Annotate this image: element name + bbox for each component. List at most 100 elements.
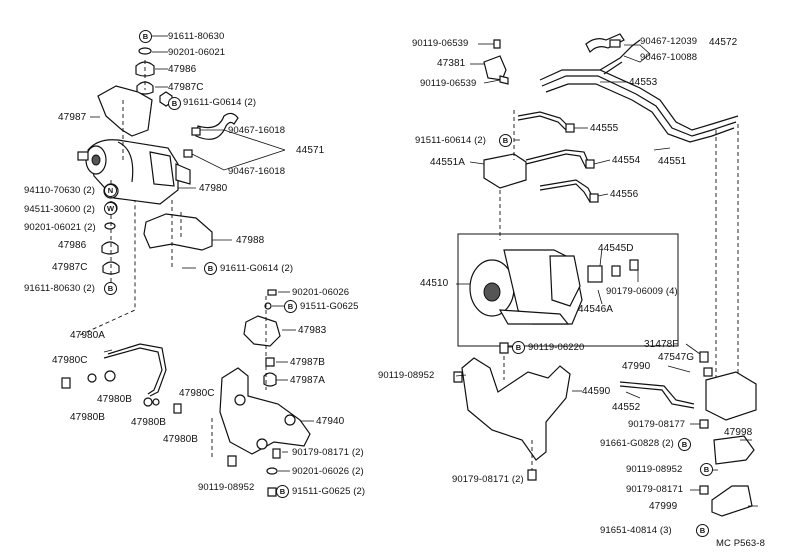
label-44571: 44571 — [296, 145, 325, 156]
label-90467-12039: 90467-12039 — [640, 36, 698, 47]
badge-b: B — [700, 463, 713, 476]
label-91661-g0828: 91661-G0828 (2) — [600, 438, 674, 449]
label-47381: 47381 — [437, 58, 466, 69]
hose-44571 — [195, 112, 239, 140]
pipe-44554 — [525, 149, 591, 167]
diagram-code: MC P563-8 — [716, 538, 765, 549]
label-90467-16018-b: 90467-16018 — [228, 166, 286, 177]
badge-b: B — [696, 524, 709, 537]
bracket-47988 — [143, 213, 213, 251]
label-44552: 44552 — [612, 402, 641, 413]
label-91611-80630-bot: 91611-80630 (2) — [24, 283, 96, 294]
label-44555: 44555 — [590, 123, 619, 134]
label-47980b-a: 47980B — [97, 394, 133, 405]
label-90179-08171-c: 90179-08171 — [626, 484, 684, 495]
label-90201-06021-top: 90201-06021 — [168, 47, 226, 58]
label-44545d: 44545D — [598, 243, 634, 254]
label-91511-60614: 91511-60614 (2) — [415, 135, 487, 146]
label-47547g: 47547G — [658, 352, 695, 363]
label-47940: 47940 — [316, 416, 345, 427]
label-47986-mid: 47986 — [58, 240, 87, 251]
label-47988: 47988 — [236, 235, 265, 246]
label-47987: 47987 — [58, 112, 87, 123]
pipe-44556 — [539, 179, 595, 201]
unit-47990 — [705, 371, 757, 421]
block-44551A — [483, 153, 527, 189]
badge-b: B — [512, 341, 525, 354]
label-90179-08171-b: 90179-08171 (2) — [452, 474, 524, 485]
label-44510: 44510 — [420, 278, 449, 289]
label-90201-06021-mid: 90201-06021 (2) — [24, 222, 96, 233]
label-44590: 44590 — [582, 386, 611, 397]
label-90467-16018-a: 90467-16018 — [228, 125, 286, 136]
label-90179-08177: 90179-08177 — [628, 419, 686, 430]
label-90119-06220: 90119-06220 — [528, 342, 585, 353]
bracket-44590 — [461, 357, 571, 461]
bracket-47998 — [713, 435, 755, 465]
label-47999: 47999 — [649, 501, 678, 512]
label-44551: 44551 — [658, 156, 687, 167]
label-47987c-mid: 47987C — [52, 262, 88, 273]
label-47983: 47983 — [298, 325, 327, 336]
label-90119-06539-b: 90119-06539 — [420, 78, 477, 89]
label-90179-08171: 90179-08171 (2) — [292, 447, 364, 458]
actuator-box-44510 — [457, 233, 679, 347]
label-90201-06026-2: 90201-06026 (2) — [292, 466, 364, 477]
bracket-47940 — [219, 367, 311, 455]
label-47980b-b: 47980B — [70, 412, 106, 423]
label-90119-08952-b: 90119-08952 — [626, 464, 683, 475]
hose-44572 — [585, 33, 625, 54]
label-91511-g0625-2: 91511-G0625 (2) — [292, 486, 366, 497]
label-47980c-left: 47980C — [52, 355, 88, 366]
label-90201-06026: 90201-06026 — [292, 287, 350, 298]
label-47980c-right: 47980C — [179, 388, 215, 399]
brake-pipes-44551-44553 — [539, 39, 739, 143]
label-47980b-d: 47980B — [163, 434, 199, 445]
label-44572: 44572 — [709, 37, 738, 48]
label-44554: 44554 — [612, 155, 641, 166]
pipe-47980A — [107, 343, 167, 397]
label-90179-06009: 90179-06009 (4) — [606, 286, 678, 297]
badge-b: B — [499, 134, 512, 147]
label-47980b-c: 47980B — [131, 417, 167, 428]
label-91611-80630-top: 91611-80630 — [168, 31, 225, 42]
label-94511-30600: 94511-30600 (2) — [24, 204, 96, 215]
badge-w: W — [104, 202, 117, 215]
label-44551a: 44551A — [430, 157, 466, 168]
bracket-47999 — [711, 485, 753, 517]
label-91511-g0625: 91511-G0625 — [300, 301, 359, 312]
badge-b: B — [139, 30, 152, 43]
label-90119-06539-a: 90119-06539 — [412, 38, 469, 49]
label-47987a: 47987A — [290, 375, 326, 386]
label-91611-g0614-mid: 91611-G0614 (2) — [220, 263, 294, 274]
label-47990: 47990 — [622, 361, 651, 372]
label-94110-70630: 94110-70630 (2) — [24, 185, 96, 196]
label-47998: 47998 — [724, 427, 753, 438]
bracket-47983 — [243, 315, 281, 347]
badge-b: B — [276, 485, 289, 498]
bracket-47987 — [97, 85, 153, 137]
label-47980: 47980 — [199, 183, 228, 194]
label-91651-40814: 91651-40814 (3) — [600, 525, 672, 536]
label-44556: 44556 — [610, 189, 639, 200]
label-91611-g0614-top: 91611-G0614 (2) — [183, 97, 257, 108]
label-90119-08952-right: 90119-08952 — [378, 370, 435, 381]
label-31478f: 31478F — [644, 339, 679, 350]
label-47986-top: 47986 — [168, 64, 197, 75]
actuator-44510 — [469, 249, 583, 325]
label-44553: 44553 — [629, 77, 658, 88]
pipe-44552 — [619, 381, 695, 405]
badge-b: B — [678, 438, 691, 451]
badge-b: B — [284, 300, 297, 313]
label-47987b: 47987B — [290, 357, 326, 368]
label-47980a: 47980A — [70, 330, 106, 341]
badge-n: N — [104, 184, 117, 197]
badge-b: B — [104, 282, 117, 295]
label-90467-10088: 90467-10088 — [640, 52, 698, 63]
label-44546a: 44546A — [578, 304, 614, 315]
label-90119-08952-left: 90119-08952 — [198, 482, 255, 493]
badge-b: B — [204, 262, 217, 275]
label-47987c-top: 47987C — [168, 82, 204, 93]
bracket-47381 — [483, 55, 507, 81]
